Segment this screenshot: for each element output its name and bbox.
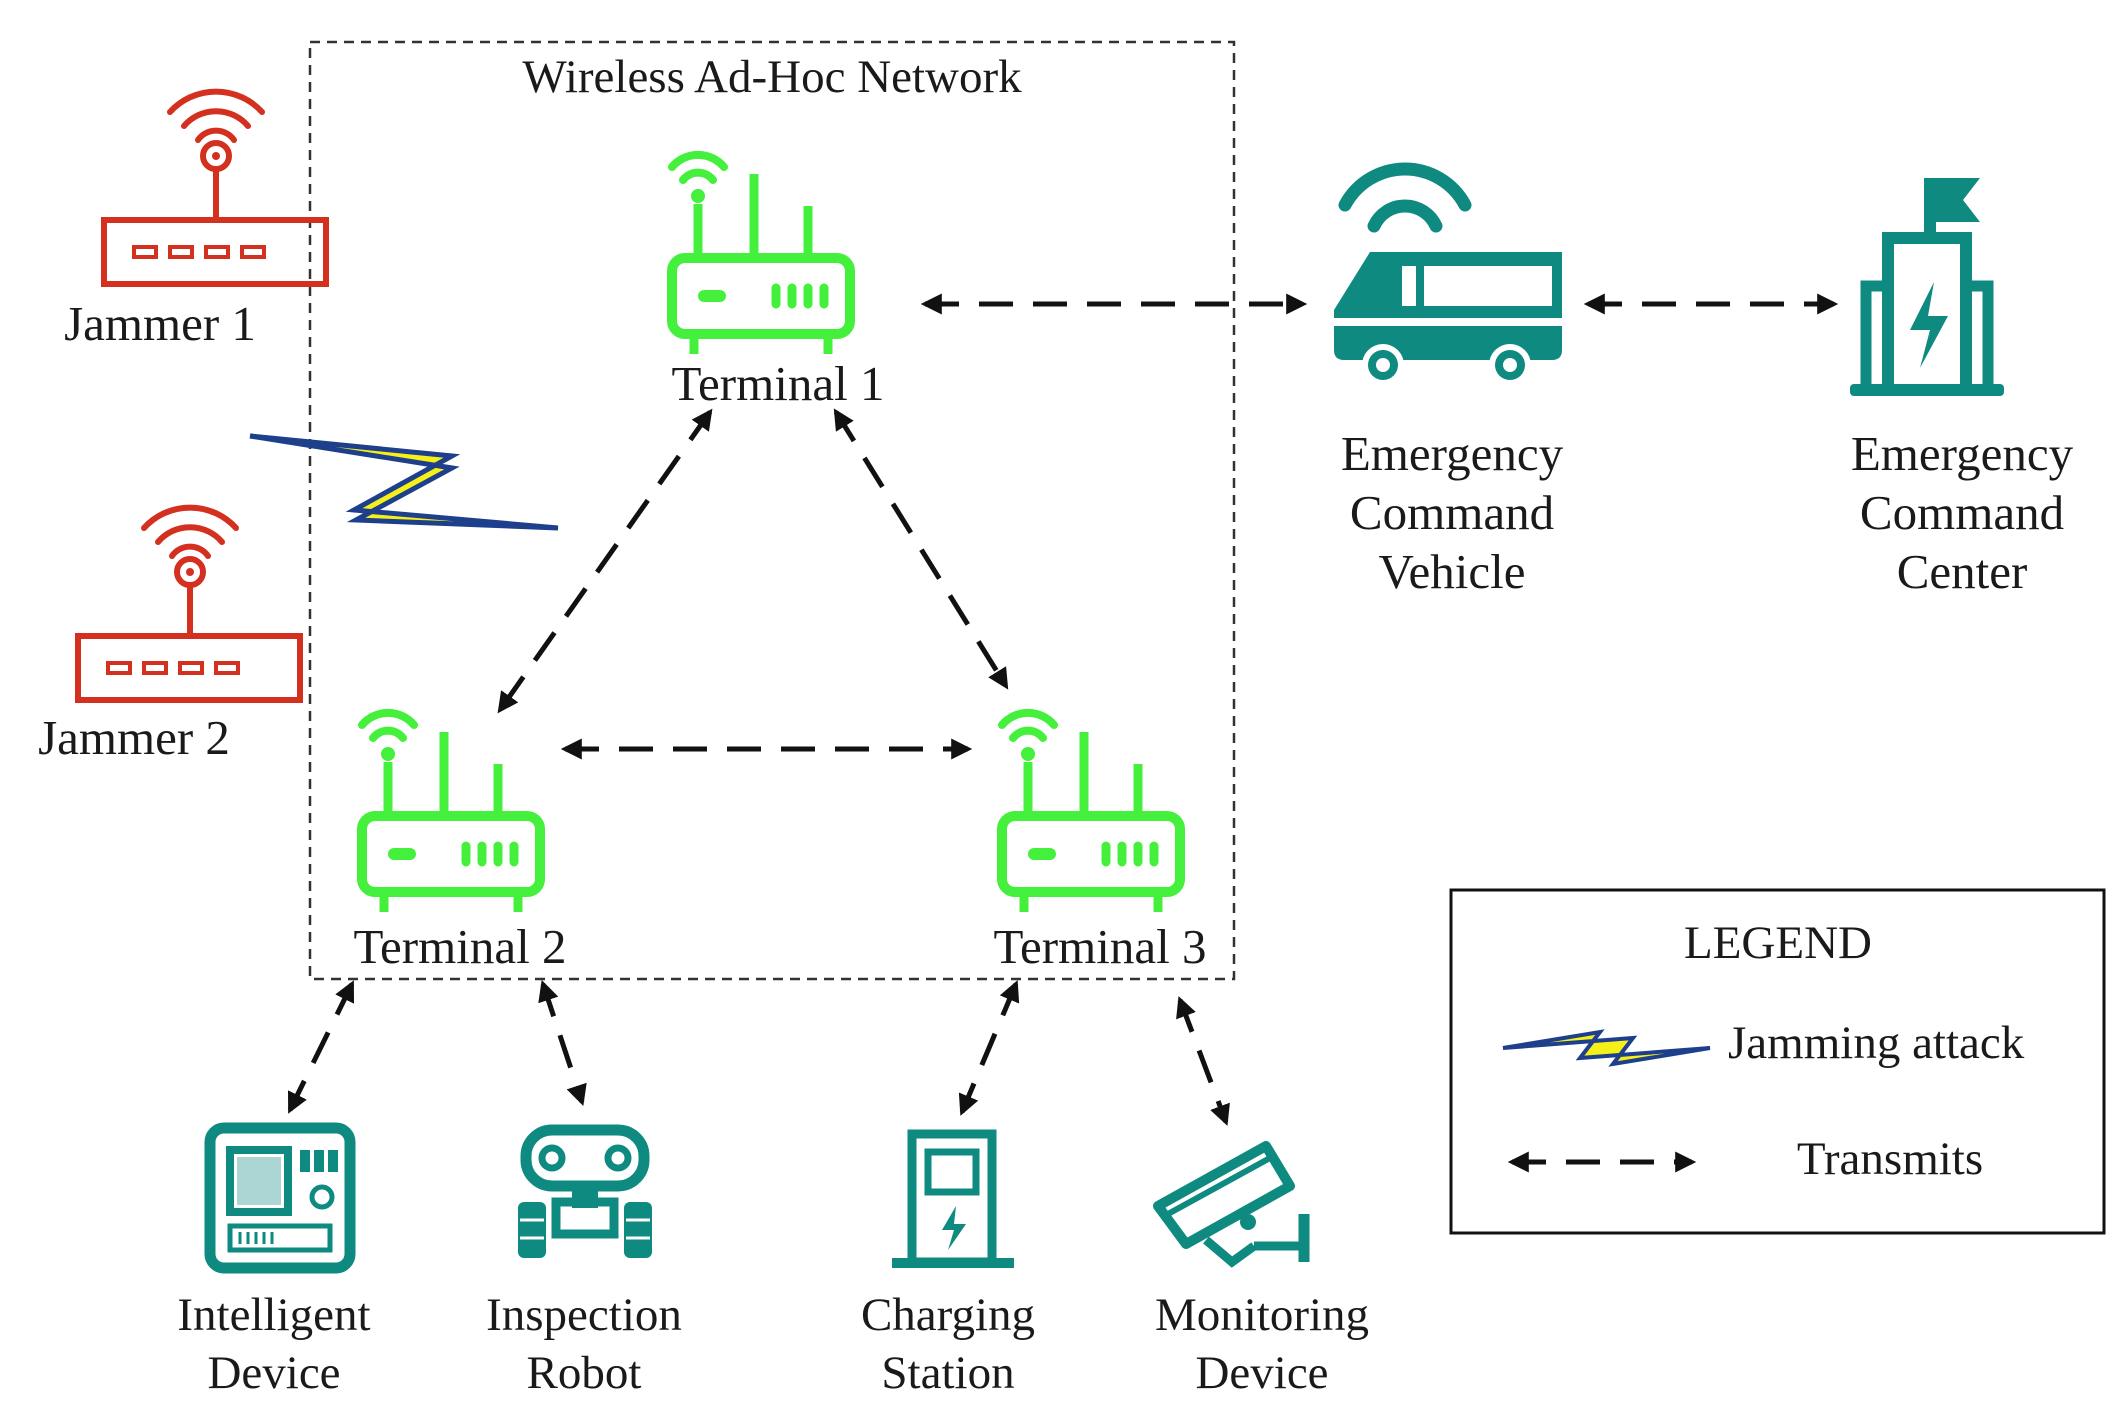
terminal-1-label: Terminal 1 [672, 356, 885, 411]
link-t1-t2 [497, 408, 713, 714]
center-label-line1: Emergency [1851, 426, 2074, 481]
legend-box [1449, 888, 2106, 1235]
network-title: Wireless Ad-Hoc Network [522, 51, 1022, 103]
terminal-1 [672, 155, 850, 354]
terminal-3-label: Terminal 3 [994, 919, 1207, 974]
intelligent-device: Intelligent Device [177, 1122, 371, 1399]
wifi-router-icon [672, 155, 850, 354]
monitoring-label-line1: Monitoring [1155, 1289, 1369, 1341]
emergency-command-center: Emergency Command Center [1850, 178, 2074, 599]
link-t2-robot [538, 980, 587, 1106]
van-icon [1334, 162, 1564, 386]
jammer-2-label: Jammer 2 [38, 710, 230, 765]
jammer-1-label: Jammer 1 [64, 296, 256, 351]
intelligent-device-label-line2: Device [207, 1347, 340, 1399]
vehicle-label-line1: Emergency [1341, 426, 1564, 481]
jammer-2 [78, 508, 300, 700]
robot-label-line1: Inspection [486, 1289, 682, 1341]
intelligent-device-label-line1: Intelligent [177, 1289, 370, 1341]
charging-station: Charging Station [861, 1129, 1035, 1399]
network-boundary [308, 40, 1236, 981]
robot-label-line2: Robot [527, 1347, 642, 1399]
wifi-router-icon [362, 713, 540, 912]
legend-jamming-label: Jamming attack [1728, 1017, 2025, 1069]
vehicle-label-line2: Command [1350, 485, 1554, 540]
center-label-line2: Command [1860, 485, 2064, 540]
router-antenna-icon [78, 508, 300, 700]
charging-station-icon [892, 1129, 1014, 1268]
center-label-line3: Center [1897, 544, 2028, 599]
monitoring-label-line2: Device [1195, 1347, 1328, 1399]
terminal-2-label: Terminal 2 [354, 919, 567, 974]
wifi-router-icon [1002, 713, 1180, 912]
monitoring-device: Monitoring Device [1153, 1141, 1369, 1399]
legend: LEGEND Jamming attack Transmits [1449, 888, 2106, 1235]
link-t3-charging [958, 980, 1020, 1116]
security-camera-icon [1153, 1141, 1310, 1268]
emergency-command-vehicle: Emergency Command Vehicle [1334, 162, 1564, 599]
vehicle-label-line3: Vehicle [1379, 544, 1526, 599]
charging-label-line2: Station [881, 1347, 1014, 1399]
building-flag-icon [1850, 178, 2004, 396]
legend-jamming-icon [1502, 1029, 1711, 1067]
router-antenna-icon [104, 92, 326, 284]
control-panel-icon [204, 1122, 356, 1274]
link-t2-intelligent-device [287, 980, 355, 1114]
legend-transmits-label: Transmits [1797, 1133, 1983, 1185]
link-t1-t3 [833, 408, 1009, 690]
terminal-2 [362, 713, 540, 912]
link-t3-camera [1176, 996, 1230, 1126]
legend-title: LEGEND [1684, 917, 1872, 969]
jamming-attack-bolt [249, 433, 559, 531]
robot-icon [518, 1124, 652, 1258]
charging-label-line1: Charging [861, 1289, 1035, 1341]
terminal-3 [1002, 713, 1180, 912]
jammer-1 [104, 92, 326, 284]
inspection-robot: Inspection Robot [486, 1124, 682, 1399]
